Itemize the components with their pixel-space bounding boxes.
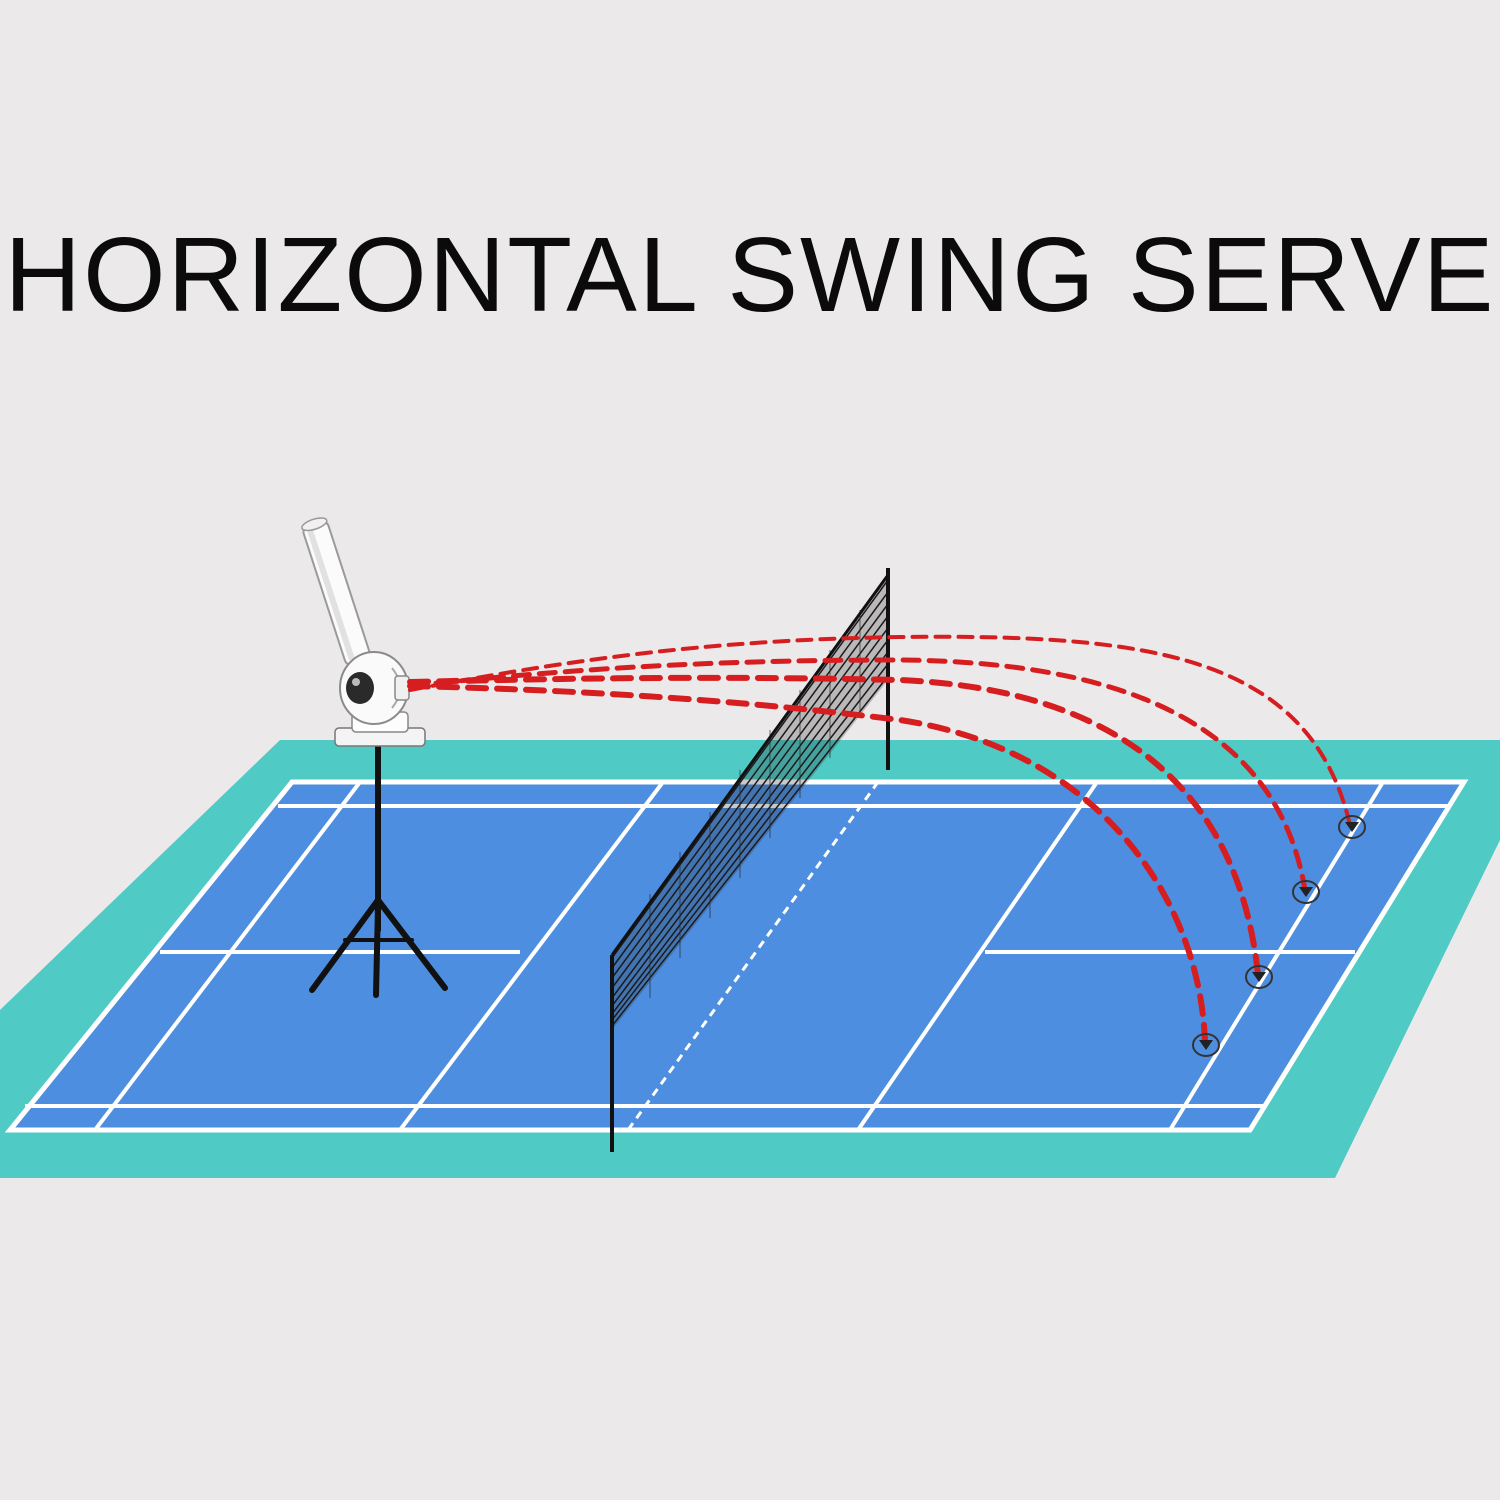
- shuttlecock-icon: [1338, 815, 1366, 839]
- page-title: HORIZONTAL SWING SERVE: [4, 216, 1496, 334]
- shuttlecock-launcher-icon: [301, 517, 426, 747]
- net: [610, 568, 890, 1152]
- trajectory-3: [407, 674, 1261, 978]
- tripod-stand-icon: [309, 739, 448, 998]
- trajectory-1: [408, 634, 1352, 827]
- serve-trajectories: [407, 634, 1352, 1045]
- shuttlecock-icon: [1292, 880, 1320, 904]
- net-shadow: [626, 781, 880, 1131]
- shuttlecock-icon: [1192, 1033, 1220, 1057]
- shuttlecock-icon: [1245, 965, 1273, 989]
- landing-markers: [1192, 815, 1366, 1057]
- court-surface: [10, 782, 1464, 1130]
- trajectory-2: [407, 657, 1308, 893]
- trajectory-4: [407, 683, 1208, 1045]
